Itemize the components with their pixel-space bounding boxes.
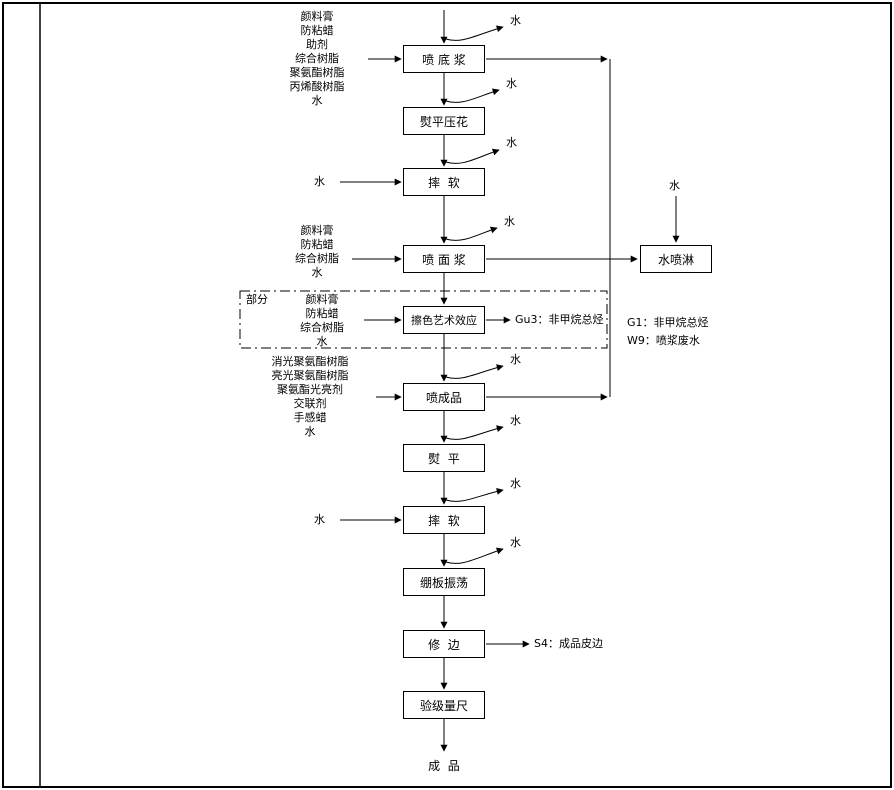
process-box-grade-measure: 验级量尺 (403, 691, 485, 719)
input-item: 水 (304, 425, 316, 438)
input-item: 防粘蜡 (300, 24, 334, 37)
water-emission-label-6: 水 (510, 414, 521, 427)
process-box-spray-top-coat: 喷 面 浆 (403, 245, 485, 273)
input-item: 防粘蜡 (300, 238, 334, 251)
water-emission-label-5: 水 (510, 353, 521, 366)
partial-dashed-outline (239, 290, 608, 349)
water-input-label-1: 水 (314, 175, 325, 188)
process-box-water-spray-scrubber: 水喷淋 (640, 245, 712, 273)
input-item: 综合树脂 (295, 252, 339, 265)
input-list-base-coat: 颜料膏 防粘蜡 助剂 综合树脂 聚氨酯树脂 丙烯酸树脂 水 (262, 10, 372, 108)
input-item: 颜料膏 (300, 10, 334, 23)
output-label-g1-nmhc: G1：非甲烷总烃 (627, 316, 709, 329)
scrubber-connectors (486, 55, 680, 401)
input-item: 水 (316, 335, 328, 348)
process-box-soften-1: 摔 软 (403, 168, 485, 196)
input-list-top-coat: 颜料膏 防粘蜡 综合树脂 水 (272, 224, 362, 280)
input-item: 水 (311, 266, 323, 279)
process-box-iron-flat: 熨 平 (403, 444, 485, 472)
process-box-trim: 修 边 (403, 630, 485, 658)
input-item: 亮光聚氨酯树脂 (271, 369, 349, 382)
input-item: 聚氨酯树脂 (289, 66, 345, 79)
water-emission-label-2: 水 (506, 77, 517, 90)
water-emission-label-1: 水 (510, 14, 521, 27)
water-emission-arrows (445, 25, 504, 564)
input-item: 水 (311, 94, 323, 107)
end-product-label: 成 品 (428, 759, 460, 773)
output-label-s4-trimmings: S4：成品皮边 (534, 637, 603, 650)
process-box-iron-emboss: 熨平压花 (403, 107, 485, 135)
input-item: 颜料膏 (300, 224, 334, 237)
input-list-finish-coat: 消光聚氨酯树脂 亮光聚氨酯树脂 聚氨酯光亮剂 交联剂 手感蜡 水 (252, 355, 368, 439)
process-box-color-rub-effect: 擦色艺术效应 (403, 306, 485, 334)
process-box-soften-2: 摔 软 (403, 506, 485, 534)
water-input-label-2: 水 (314, 513, 325, 526)
process-box-spray-finish: 喷成品 (403, 383, 485, 411)
input-item: 综合树脂 (295, 52, 339, 65)
input-item: 消光聚氨酯树脂 (271, 355, 349, 368)
water-emission-label-7: 水 (510, 477, 521, 490)
output-label-gu3-nmhc: Gu3：非甲烷总烃 (515, 313, 604, 326)
water-emission-label-4: 水 (504, 215, 515, 228)
partial-group-label: 部分 (246, 293, 268, 306)
water-emission-label-3: 水 (506, 136, 517, 149)
water-emission-label-8: 水 (510, 536, 521, 549)
input-item: 丙烯酸树脂 (289, 80, 345, 93)
input-item: 防粘蜡 (305, 307, 339, 320)
process-box-board-vibration: 绷板振荡 (403, 568, 485, 596)
input-list-partial: 颜料膏 防粘蜡 综合树脂 水 (277, 293, 367, 349)
input-item: 颜料膏 (305, 293, 339, 306)
input-item: 手感蜡 (293, 411, 327, 424)
input-item: 综合树脂 (300, 321, 344, 334)
input-item: 助剂 (306, 38, 328, 51)
output-arrows (486, 316, 530, 648)
process-box-spray-base-coat: 喷 底 浆 (403, 45, 485, 73)
input-item: 聚氨酯光亮剂 (277, 383, 343, 396)
output-label-w9-wastewater: W9：喷浆废水 (627, 334, 700, 347)
input-item: 交联剂 (293, 397, 327, 410)
input-arrows (340, 55, 402, 524)
scrubber-water-input-label: 水 (669, 179, 680, 192)
